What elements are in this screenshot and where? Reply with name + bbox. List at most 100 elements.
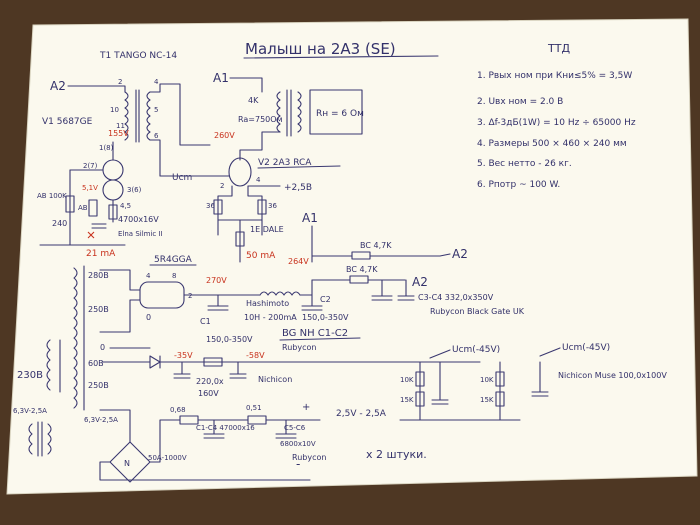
minus-sign: - [296, 457, 300, 471]
primary-label: 4K [248, 96, 259, 105]
power-supply: A1 264V BC 4,7K A2 BC 4,7K A2 C3-C4 332,… [13, 211, 525, 424]
filament-out-label: 2,5V - 2,5A [336, 409, 387, 419]
resistor-label: BC 4,7K [360, 241, 392, 250]
pin-label: 0 [146, 313, 151, 322]
bias-title: BG NH C1-C2 [282, 328, 348, 339]
resistor-label: 36 [268, 202, 277, 210]
winding-label: 250В [88, 305, 109, 314]
resistor-label: 4,5 [120, 202, 131, 210]
specs-list: 1. Рвых ном при Кни≤5% = 3,5W 2. Uвх ном… [477, 71, 636, 190]
pin-label: 5 [154, 106, 158, 114]
winding-label: 6,3V-2,5A [13, 407, 47, 415]
driver-cathode-voltage: 5,1V [82, 184, 98, 192]
bias-supply: BG NH C1-C2 Rubycon 150,0-350V -35V -58V… [101, 328, 667, 421]
bridge-label: 50A-1000V [148, 454, 187, 462]
resistor-label: AB [78, 204, 88, 212]
driver-tube-label: V1 5687GE [42, 117, 93, 127]
pin-label: 2 [188, 292, 192, 300]
transformer-label: Т1 ТАNGО NC-14 [99, 51, 177, 61]
resistor-label: 15K [480, 396, 494, 404]
page-title: Малыш на 2А3 (SE) [245, 40, 396, 58]
winding-label: 60В [88, 359, 104, 368]
spec-item: 5. Вес нетто - 26 кг. [477, 159, 572, 169]
ucm-label-driver: Ucm [172, 173, 192, 183]
filament-label: +2,5В [284, 183, 312, 193]
driver-stage: A2 V1 5687GE 2 4 10 11 5 6 155V Ucm 2(7)… [37, 78, 211, 259]
output-current: 50 mA [246, 251, 276, 261]
ucm-output-1: Ucm(-45V) [452, 345, 500, 355]
driver-current: 21 mA [86, 249, 116, 259]
pin-label: 8 [172, 272, 176, 280]
spec-item: 6. Рпотр ~ 100 W. [477, 180, 560, 190]
winding-label: 0 [100, 343, 105, 352]
bias-cap-brand: Nichicon [258, 375, 292, 384]
pin-label: 2 [118, 78, 122, 86]
pin-label: 3(6) [127, 186, 142, 194]
c2-label: C2 [320, 295, 331, 304]
resistor-label: 10K [400, 376, 414, 384]
spec-item: 1. Рвых ном при Кни≤5% = 3,5W [477, 71, 632, 81]
spec-item: 2. Uвх ном = 2.0 В [477, 97, 563, 107]
specs-title: ТТД [547, 42, 570, 55]
a2-label-driver: A2 [50, 79, 66, 93]
resistor-label: BC 4,7K [346, 265, 378, 274]
resistor-label: AB 100K [37, 192, 67, 200]
resistor-label: 10K [480, 376, 494, 384]
choke-spec-label: 10H - 200mA [244, 313, 297, 322]
resistor-label: 0,51 [246, 404, 262, 412]
cap-spec-label: 6800x10V [280, 440, 316, 448]
cap-brand-label: Rubycon [292, 453, 326, 462]
bias-voltage-1: -35V [174, 351, 193, 360]
winding-label: 280В [88, 271, 109, 280]
cap-label: C5-C6 [284, 424, 306, 432]
resistor-label: 0,68 [170, 406, 186, 414]
bias-brand: Rubycon [282, 343, 316, 352]
a1-label-output: A1 [213, 71, 229, 85]
nichicon-label: Nichicon Muse 100,0x100V [558, 371, 667, 380]
resistor-label: 15K [400, 396, 414, 404]
bias-cap-label: 220,0x [196, 377, 224, 386]
pin-label: 11 [116, 122, 125, 130]
c2-spec-label: 150,0-350V [302, 313, 349, 322]
pin-label: 2 [220, 182, 224, 190]
pin-label: 6 [154, 132, 159, 140]
bias-cap-voltage: 160V [198, 389, 219, 398]
pin-label: 1(8) [99, 144, 114, 152]
pin-label: 4 [256, 176, 261, 184]
a2-node-label: A2 [452, 247, 468, 261]
load-label: Rн = 6 Ом [316, 109, 364, 119]
cap-label: C1-C4 47000x16 [196, 424, 255, 432]
cap-brand-label: Elna Silmic II [118, 230, 163, 238]
cathode-cap-label: 4700x16V [118, 215, 159, 224]
bias-cap-spec: 150,0-350V [206, 335, 253, 344]
main-voltage: 270V [206, 276, 227, 285]
rectifier-label: 5R4GGA [154, 255, 193, 265]
c3c4-brand-label: Rubycon Black Gate UK [430, 307, 525, 316]
bridge-mark: N [124, 459, 130, 468]
anode-res-label: Ra=750Ом [238, 115, 283, 124]
output-stage: A1 4K Rн = 6 Ом Ra=750Ом 260V V2 2A3 RCA… [159, 71, 364, 263]
pin-label: 4 [154, 78, 159, 86]
winding-label: 6,3V-2,5A [84, 416, 118, 424]
choke-label: Hashimoto [246, 299, 289, 308]
resistor-label: 240 [52, 219, 67, 228]
a1-node-label: A1 [302, 211, 318, 225]
c1-label: C1 [200, 317, 211, 326]
spec-item: 4. Размеры 500 × 460 × 240 мм [477, 139, 627, 149]
filament-supply: N 50A-1000V 0,68 0,51 + 2,5V - 2,5A C1-C… [28, 402, 427, 483]
bias-voltage-2: -58V [246, 351, 265, 360]
output-tube-label: V2 2A3 RCA [258, 158, 312, 168]
driver-anode-voltage: 155V [108, 129, 129, 138]
pin-label: 2(7) [83, 162, 98, 170]
resistor-label: 36 [206, 202, 215, 210]
mains-label: 230В [17, 370, 43, 381]
a1-voltage: 264V [288, 257, 309, 266]
ucm-output-2: Ucm(-45V) [562, 343, 610, 353]
winding-label: 250В [88, 381, 109, 390]
pin-label: 10 [110, 106, 119, 114]
choke-label: 1E DALE [250, 225, 284, 234]
c3c4-label: C3-C4 332,0x350V [418, 293, 494, 302]
spec-item: 3. Δf-3дБ(1W) = 10 Hz ÷ 65000 Hz [477, 118, 636, 128]
plus-sign: + [302, 402, 310, 413]
